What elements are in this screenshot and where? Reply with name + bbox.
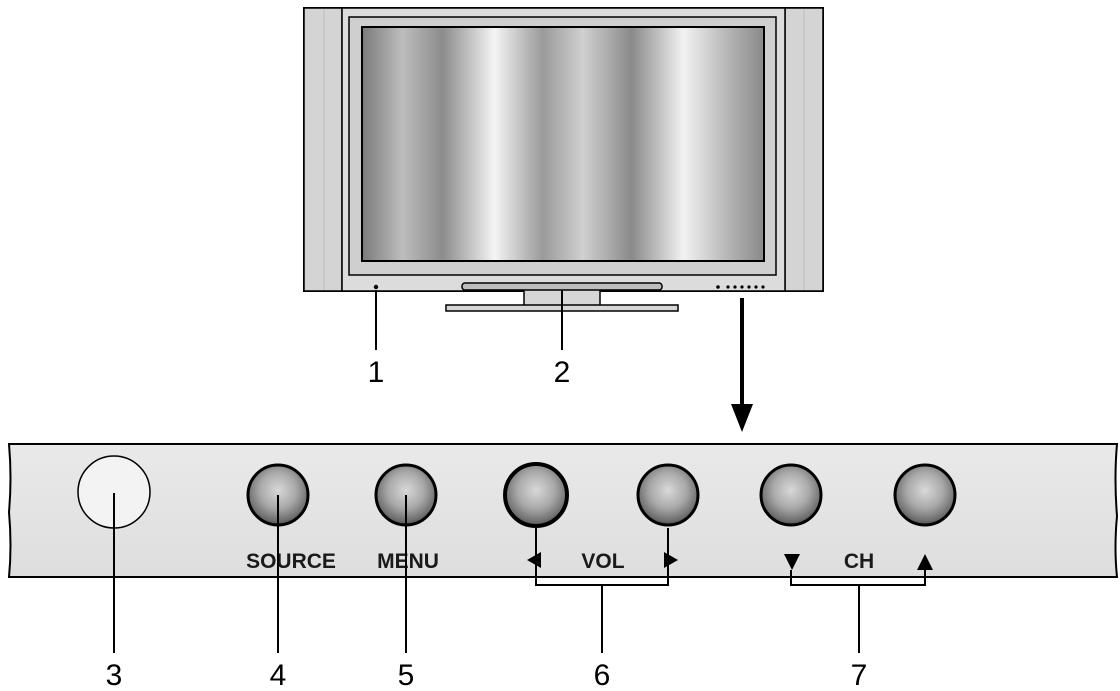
ch-down-arrow-icon [784,554,800,570]
vol-down-button[interactable] [503,462,569,528]
front-control-dots [716,285,765,289]
callout-4: 4 [270,659,287,691]
callout-3: 3 [106,659,123,691]
callout-7: 7 [851,659,868,691]
vol-left-arrow-icon [527,552,541,568]
callout-1: 1 [368,356,385,389]
ch-up-arrow-icon [917,554,933,570]
stand-bar [461,282,663,291]
screen [361,26,765,262]
vol-label: VOL [581,550,624,573]
callout-5: 5 [398,659,415,691]
source-label: SOURCE [246,550,336,573]
ch-label: CH [844,550,874,573]
callout-6: 6 [594,659,611,691]
left-speaker [303,7,343,292]
tv [303,7,824,312]
menu-label: MENU [377,550,439,573]
ch-down-button[interactable] [759,463,823,527]
vol-up-button[interactable] [636,463,700,527]
ch-up-button[interactable] [893,463,957,527]
callout-2: 2 [554,356,571,389]
zoom-arrow-icon [731,298,753,432]
power-indicator [373,284,379,290]
